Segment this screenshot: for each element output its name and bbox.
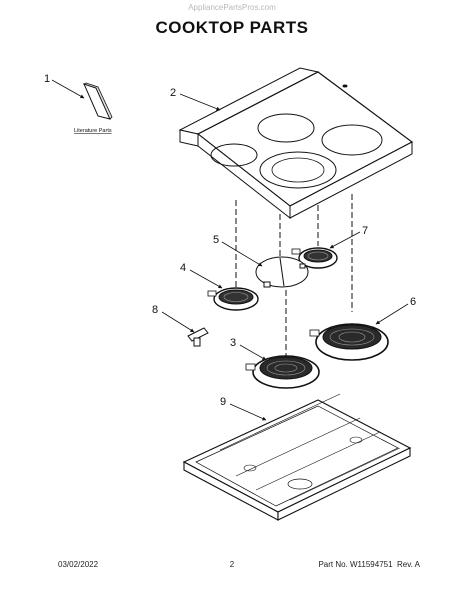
leader-1 — [51, 79, 85, 99]
leader-3 — [239, 344, 267, 361]
radiant-element-large — [309, 323, 389, 361]
leader-6 — [375, 303, 409, 325]
leader-2 — [179, 93, 221, 111]
leader-7 — [329, 231, 361, 249]
literature-booklet — [82, 82, 113, 120]
page-title: COOKTOP PARTS — [155, 18, 309, 37]
burner-box-frame — [182, 393, 412, 521]
callout-8: 8 — [152, 304, 158, 316]
radiant-element-small-front — [207, 287, 259, 311]
callout-4: 4 — [180, 262, 186, 274]
callout-5: 5 — [213, 234, 219, 246]
footer-part-info: Part No. W11594751 Rev. A — [318, 560, 420, 569]
callout-6: 6 — [410, 296, 416, 308]
callout-3: 3 — [230, 337, 236, 349]
leader-5 — [221, 241, 263, 267]
callout-2: 2 — [170, 87, 176, 99]
cooktop-panel — [178, 67, 414, 220]
footer-part-number: Part No. W11594751 — [318, 560, 393, 569]
callout-7: 7 — [362, 225, 368, 237]
leader-9 — [229, 403, 267, 421]
callout-9: 9 — [220, 396, 226, 408]
limiter-clip — [187, 327, 209, 347]
radiant-element-medium — [245, 355, 320, 389]
literature-parts-label: Literature Parts — [74, 128, 112, 134]
footer-page-number: 2 — [229, 560, 235, 569]
watermark: AppliancePartsPros.com — [188, 3, 276, 12]
alignment-lines — [235, 194, 353, 356]
radiant-element-small-rear — [291, 247, 338, 269]
footer-date: 03/02/2022 — [58, 560, 99, 569]
element-bracket — [255, 256, 309, 288]
leader-8 — [161, 311, 195, 333]
leader-4 — [189, 269, 223, 289]
footer-revision: Rev. A — [397, 560, 420, 569]
callout-1: 1 — [44, 73, 50, 85]
